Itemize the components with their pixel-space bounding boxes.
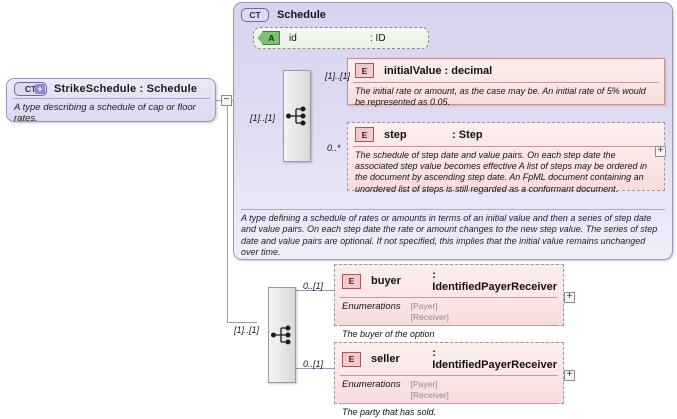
element-seller[interactable]: E seller : IdentifiedPayerReceiver Enume…: [334, 342, 564, 417]
sequence-compositor-upper[interactable]: [283, 70, 311, 162]
initialvalue-header: E initialValue : decimal: [348, 59, 664, 82]
element-step[interactable]: E step : Step The schedule of step date …: [347, 122, 665, 194]
divider: [353, 82, 659, 83]
element-icon: E: [355, 127, 374, 142]
root-complex-type-strikeschedule[interactable]: CT StrikeSchedule : Schedule A type desc…: [6, 78, 216, 124]
enumeration-values: [Payer] [Receiver]: [410, 379, 449, 400]
element-icon: E: [342, 351, 361, 367]
complex-type-icon: CT: [241, 8, 269, 22]
multiplicity-lower-compositor: [1]..[1]: [234, 325, 260, 335]
root-title: StrikeSchedule : Schedule: [54, 83, 198, 95]
enumeration-values: [Payer] [Receiver]: [410, 301, 449, 322]
seller-name: seller: [371, 353, 400, 365]
attribute-id[interactable]: A id : ID: [253, 27, 429, 49]
sequence-compositor-icon: [271, 325, 291, 345]
buyer-header: E buyer : IdentifiedPayerReceiver: [335, 265, 563, 297]
expand-step-toggle[interactable]: +: [655, 146, 666, 157]
seller-enumerations: Enumerations [Payer] [Receiver]: [335, 376, 563, 403]
step-type: : Step: [452, 128, 483, 141]
root-header: CT StrikeSchedule : Schedule: [7, 79, 215, 98]
sequence-compositor-lower[interactable]: [268, 287, 296, 383]
enumerations-label: Enumerations: [342, 379, 401, 390]
seller-header: E seller : IdentifiedPayerReceiver: [335, 343, 563, 375]
expand-seller-toggle[interactable]: +: [564, 370, 575, 381]
element-icon: E: [342, 273, 361, 289]
buyer-type: : IdentifiedPayerReceiver: [432, 269, 557, 293]
divider: [340, 403, 558, 404]
attribute-name: id: [289, 32, 297, 44]
schedule-title: Schedule: [277, 9, 326, 21]
connector-lower-to-seller: [296, 368, 334, 369]
complex-type-plus-icon: CT: [14, 82, 47, 96]
step-name: step: [384, 128, 407, 141]
buyer-name: buyer: [371, 275, 401, 287]
step-header: E step : Step: [348, 123, 664, 146]
collapse-root-toggle[interactable]: −: [221, 95, 232, 106]
divider: [340, 297, 558, 298]
step-annotation: The schedule of step date and value pair…: [355, 150, 647, 194]
plus-badge: [35, 84, 45, 94]
multiplicity-initialvalue: [1]..[1]: [325, 71, 351, 81]
divider: [340, 375, 558, 376]
element-initialvalue[interactable]: E initialValue : decimal The initial rat…: [347, 58, 665, 107]
root-annotation: A type describing a schedule of cap or f…: [14, 102, 196, 124]
element-icon: E: [355, 63, 374, 78]
seller-type: : IdentifiedPayerReceiver: [432, 347, 557, 371]
divider: [340, 325, 558, 326]
multiplicity-buyer: 0..[1]: [303, 281, 324, 291]
multiplicity-upper-compositor: [1]..[1]: [250, 113, 276, 123]
schedule-annotation: A type defining a schedule of rates or a…: [241, 209, 665, 259]
expand-buyer-toggle[interactable]: +: [564, 292, 575, 303]
connector-lower-to-buyer: [296, 290, 334, 291]
multiplicity-seller: 0..[1]: [303, 359, 324, 369]
schedule-header: CT Schedule: [234, 3, 672, 22]
multiplicity-step: 0..*: [327, 143, 341, 153]
divider: [353, 146, 659, 147]
connector-root-trunk: [227, 100, 228, 322]
enumerations-label: Enumerations: [342, 301, 401, 312]
buyer-annotation: The buyer of the option: [342, 329, 435, 339]
attribute-type: : ID: [370, 32, 386, 44]
attribute-icon: A: [258, 31, 280, 45]
buyer-enumerations: Enumerations [Payer] [Receiver]: [335, 298, 563, 325]
divider: [12, 98, 210, 99]
initialvalue-title: initialValue : decimal: [384, 64, 493, 77]
connector-to-lower-group: [227, 322, 257, 323]
element-buyer[interactable]: E buyer : IdentifiedPayerReceiver Enumer…: [334, 264, 564, 339]
initialvalue-annotation: The initial rate or amount, as the case …: [355, 86, 646, 108]
sequence-compositor-icon: [286, 106, 306, 126]
seller-annotation: The party that has sold.: [342, 407, 437, 417]
